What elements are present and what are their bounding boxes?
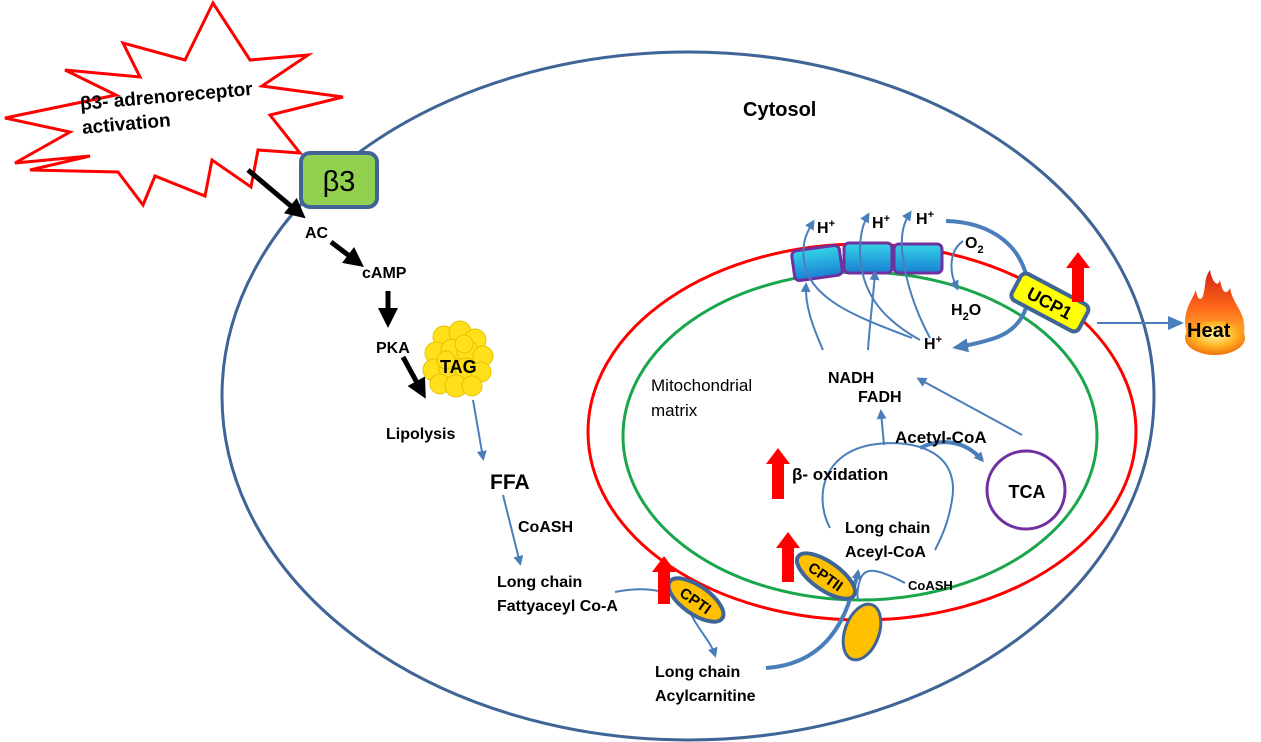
arrow-tag-to-ffa <box>472 399 487 461</box>
arrow-burst-to-ac <box>246 168 306 219</box>
arrow-cycle-to-nadh <box>876 409 887 446</box>
coash-matrix-label: CoASH <box>908 578 953 593</box>
acylcoa-label-line1: Long chain <box>845 520 930 537</box>
ffa-label: FFA <box>490 471 530 494</box>
beta-oxidation-cycle <box>821 442 955 551</box>
h-plus-label-1: H+ <box>817 218 835 237</box>
arrow-pka-to-lipolysis <box>400 355 426 399</box>
arrow-o2-to-h2o <box>949 240 964 291</box>
h2o-label: H2O <box>951 302 981 323</box>
lipolysis-label: Lipolysis <box>386 426 455 443</box>
flame-icon <box>1185 270 1245 355</box>
h-plus-label-3: H+ <box>916 209 934 228</box>
nadh-label: NADH <box>828 370 874 387</box>
increase-arrow-cpt1 <box>652 556 676 604</box>
receptor-label: β3 <box>323 166 356 198</box>
matrix-label-line1: Mitochondrial <box>651 376 752 395</box>
activation-burst: β3- adrenoreceptor activation <box>4 0 344 208</box>
arrow-ac-to-camp <box>329 240 364 268</box>
beta-oxidation-label: β- oxidation <box>792 465 888 484</box>
fadh-label: FADH <box>858 389 902 406</box>
etc-complex-3 <box>892 242 944 275</box>
acetyl-coa-label: Acetyl-CoA <box>895 428 987 447</box>
matrix-label-line2: matrix <box>651 401 698 420</box>
coash-cytosol-label: CoASH <box>518 519 573 536</box>
acylcarnitine-label-line1: Long chain <box>655 664 740 681</box>
tag-label: TAG <box>440 357 477 377</box>
tca-cycle-ring <box>985 449 1067 531</box>
arrow-h-pump-3 <box>900 210 931 339</box>
h-plus-label-2: H+ <box>872 213 890 232</box>
arrow-acylcarnitine-to-translocase <box>765 569 862 670</box>
camp-label: cAMP <box>362 265 407 282</box>
pka-label: PKA <box>376 340 410 357</box>
h-plus-label-matrix: H+ <box>924 334 942 353</box>
ac-label: AC <box>305 225 329 242</box>
cytosol-label: Cytosol <box>743 99 816 121</box>
tca-label: TCA <box>1009 482 1046 502</box>
increase-arrow-ucp1 <box>1066 252 1090 302</box>
increase-arrow-cpt2 <box>776 532 800 582</box>
arrow-ffa-to-lcfa <box>502 494 524 566</box>
beta3-receptor: β3 <box>299 151 379 209</box>
o2-label: O2 <box>965 235 984 256</box>
arrow-nadh-to-complex1 <box>800 282 824 351</box>
arrow-nadh-to-complex2 <box>867 270 880 351</box>
lcfa-label-line1: Long chain <box>497 574 582 591</box>
increase-arrow-beta-oxidation <box>766 448 790 499</box>
lcfa-label-line2: Fattyaceyl Co-A <box>497 598 618 615</box>
acylcarnitine-label-line2: Acylcarnitine <box>655 688 756 705</box>
cell-membrane <box>220 50 1156 742</box>
arrow-acetylcoa-to-tca <box>919 440 984 463</box>
arrow-to-acylcoa-cycle <box>856 569 906 601</box>
electron-transport-chain <box>790 241 944 283</box>
etc-complex-2 <box>842 241 894 275</box>
arrow-h-pump-1 <box>802 219 913 339</box>
heat-label: Heat <box>1187 320 1231 342</box>
cpt1-transporter: CPTI <box>666 576 726 624</box>
tag-droplet: TAG <box>422 320 494 398</box>
arrow-tca-to-nadh <box>916 377 1023 436</box>
etc-complex-1 <box>790 243 844 283</box>
burst-shape <box>4 0 344 208</box>
acylcoa-label-line2: Aceyl-CoA <box>845 544 926 561</box>
carnitine-translocase <box>841 602 883 662</box>
arrow-h-pump-2 <box>858 212 921 341</box>
